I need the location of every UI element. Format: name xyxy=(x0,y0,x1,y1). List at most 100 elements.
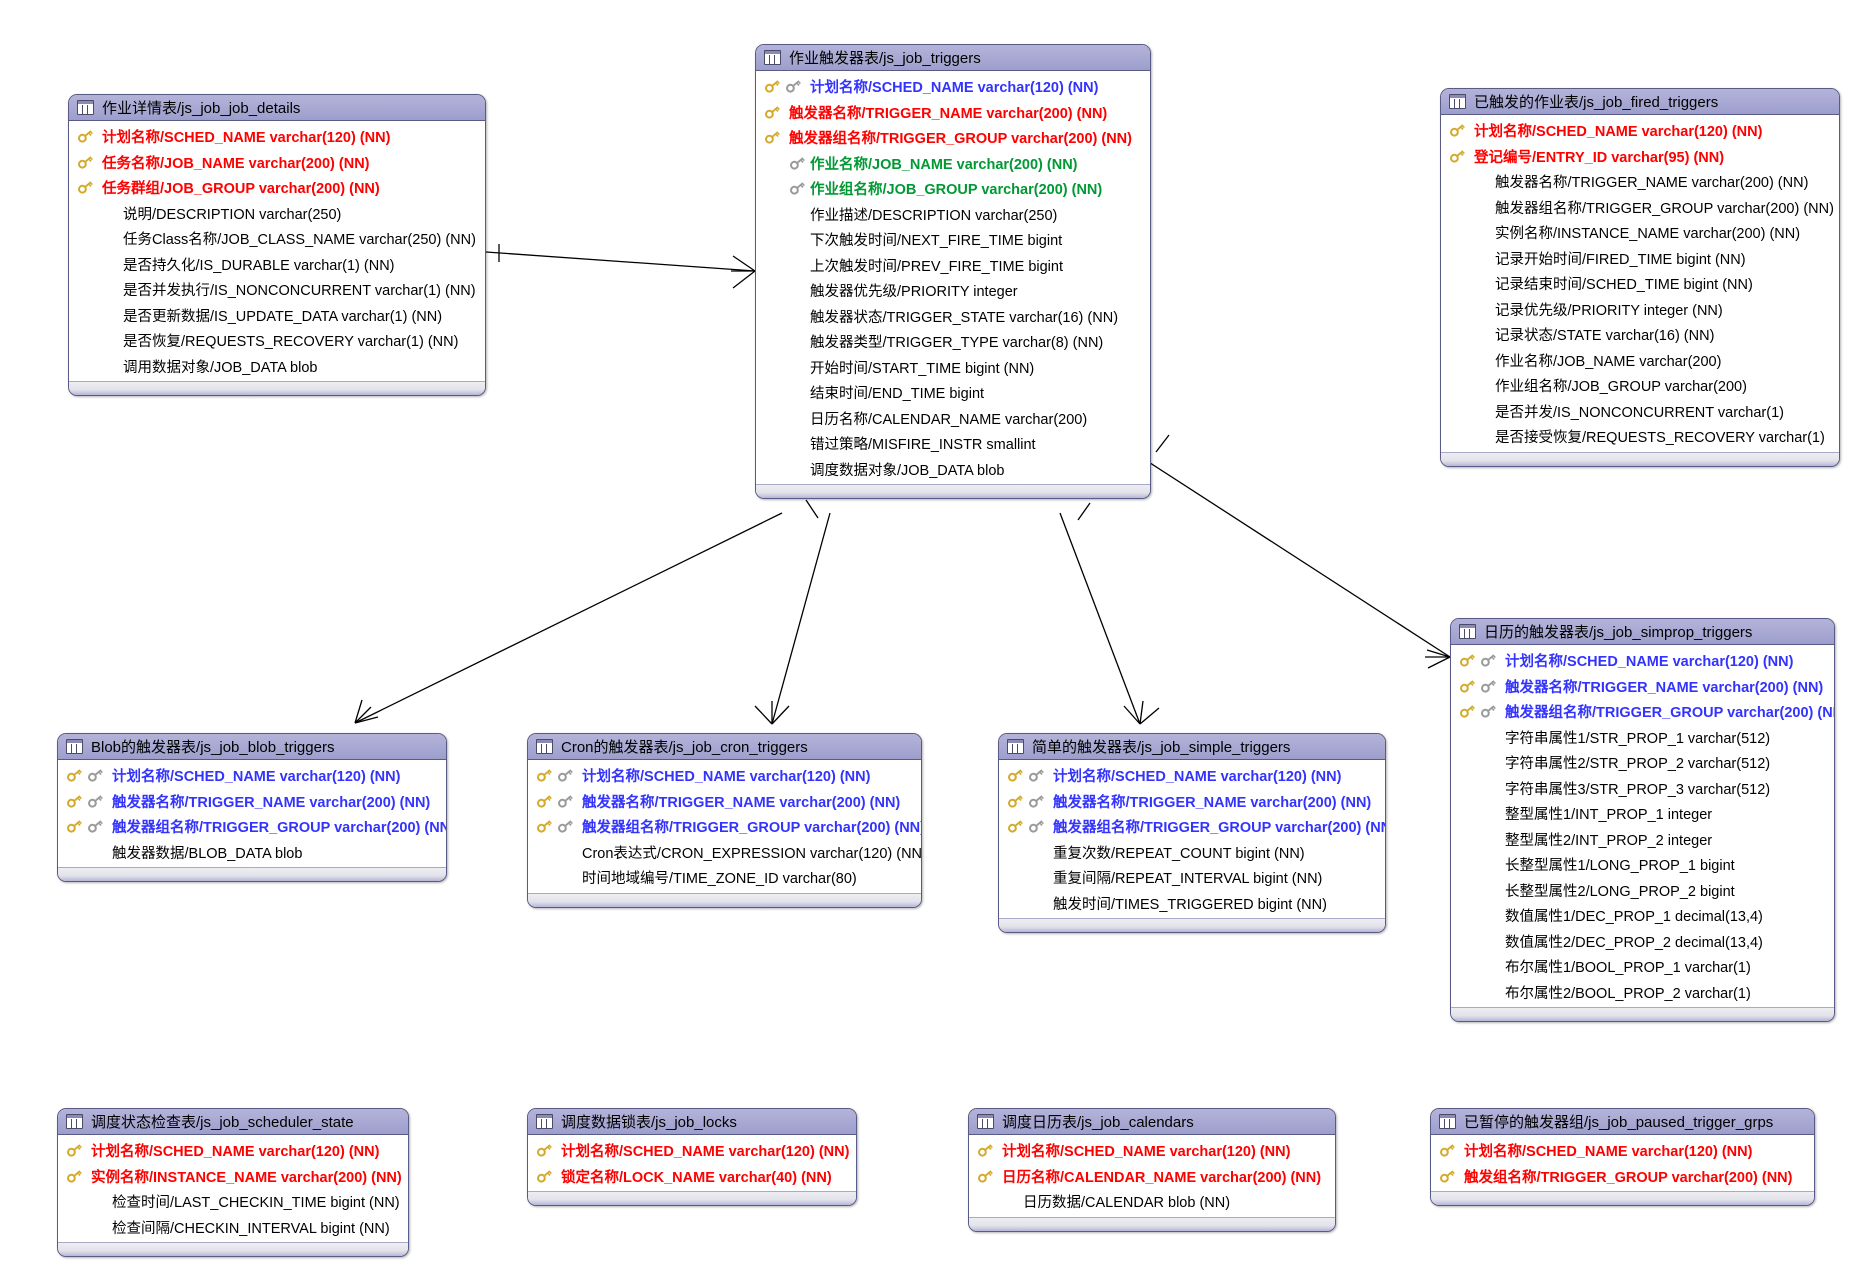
entity-fired_triggers[interactable]: 已触发的作业表/js_job_fired_triggers 计划名称/SCHED_… xyxy=(1440,88,1840,467)
attribute-row[interactable]: 计划名称/SCHED_NAME varchar(120) (NN) xyxy=(58,1138,408,1164)
attribute-row[interactable]: 是否并发/IS_NONCONCURRENT varchar(1) xyxy=(1441,399,1839,425)
attribute-row[interactable]: 触发器名称/TRIGGER_NAME varchar(200) (NN) xyxy=(1451,674,1834,700)
entity-simprop_triggers[interactable]: 日历的触发器表/js_job_simprop_triggers 计划名称/SCHE… xyxy=(1450,618,1835,1022)
attribute-row[interactable]: 说明/DESCRIPTION varchar(250) xyxy=(69,201,485,227)
attribute-row[interactable]: 检查时间/LAST_CHECKIN_TIME bigint (NN) xyxy=(58,1189,408,1215)
attribute-row[interactable]: 整型属性2/INT_PROP_2 integer xyxy=(1451,827,1834,853)
attribute-row[interactable]: 实例名称/INSTANCE_NAME varchar(200) (NN) xyxy=(1441,220,1839,246)
attribute-row[interactable]: 触发器名称/TRIGGER_NAME varchar(200) (NN) xyxy=(58,789,446,815)
attribute-row[interactable]: 任务Class名称/JOB_CLASS_NAME varchar(250) (N… xyxy=(69,226,485,252)
entity-header-simple_triggers[interactable]: 简单的触发器表/js_job_simple_triggers xyxy=(999,734,1385,760)
entity-cron_triggers[interactable]: Cron的触发器表/js_job_cron_triggers 计划名称/SCHED… xyxy=(527,733,922,908)
attribute-row[interactable]: 触发器名称/TRIGGER_NAME varchar(200) (NN) xyxy=(1441,169,1839,195)
entity-locks[interactable]: 调度数据锁表/js_job_locks 计划名称/SCHED_NAME varch… xyxy=(527,1108,857,1206)
attribute-row[interactable]: 计划名称/SCHED_NAME varchar(120) (NN) xyxy=(528,763,921,789)
attribute-row[interactable]: 任务名称/JOB_NAME varchar(200) (NN) xyxy=(69,150,485,176)
attribute-row[interactable]: 计划名称/SCHED_NAME varchar(120) (NN) xyxy=(528,1138,856,1164)
attribute-row[interactable]: 数值属性1/DEC_PROP_1 decimal(13,4) xyxy=(1451,903,1834,929)
attribute-row[interactable]: 计划名称/SCHED_NAME varchar(120) (NN) xyxy=(69,124,485,150)
attribute-row[interactable]: 计划名称/SCHED_NAME varchar(120) (NN) xyxy=(1451,648,1834,674)
entity-calendars[interactable]: 调度日历表/js_job_calendars 计划名称/SCHED_NAME va… xyxy=(968,1108,1336,1232)
entity-header-job_details[interactable]: 作业详情表/js_job_job_details xyxy=(69,95,485,121)
attribute-row[interactable]: 字符串属性3/STR_PROP_3 varchar(512) xyxy=(1451,776,1834,802)
attribute-row[interactable]: 触发器组名称/TRIGGER_GROUP varchar(200) (NN) xyxy=(1451,699,1834,725)
entity-triggers[interactable]: 作业触发器表/js_job_triggers 计划名称/SCHED_NAME va… xyxy=(755,44,1151,499)
entity-header-calendars[interactable]: 调度日历表/js_job_calendars xyxy=(969,1109,1335,1135)
attribute-row[interactable]: 触发器数据/BLOB_DATA blob xyxy=(58,840,446,866)
attribute-row[interactable]: 触发器组名称/TRIGGER_GROUP varchar(200) (NN) xyxy=(528,814,921,840)
attribute-row[interactable]: 触发器名称/TRIGGER_NAME varchar(200) (NN) xyxy=(756,100,1150,126)
attribute-row[interactable]: 长整型属性1/LONG_PROP_1 bigint xyxy=(1451,852,1834,878)
attribute-row[interactable]: 日历名称/CALENDAR_NAME varchar(200) (NN) xyxy=(969,1164,1335,1190)
attribute-row[interactable]: 触发器优先级/PRIORITY integer xyxy=(756,278,1150,304)
attribute-row[interactable]: 作业名称/JOB_NAME varchar(200) (NN) xyxy=(756,151,1150,177)
attribute-row[interactable]: 日历名称/CALENDAR_NAME varchar(200) xyxy=(756,406,1150,432)
attribute-row[interactable]: 是否并发执行/IS_NONCONCURRENT varchar(1) (NN) xyxy=(69,277,485,303)
attribute-row[interactable]: 布尔属性1/BOOL_PROP_1 varchar(1) xyxy=(1451,954,1834,980)
attribute-row[interactable]: 实例名称/INSTANCE_NAME varchar(200) (NN) xyxy=(58,1164,408,1190)
attribute-row[interactable]: 触发器组名称/TRIGGER_GROUP varchar(200) (NN) xyxy=(999,814,1385,840)
entity-header-locks[interactable]: 调度数据锁表/js_job_locks xyxy=(528,1109,856,1135)
attribute-row[interactable]: 调度数据对象/JOB_DATA blob xyxy=(756,457,1150,483)
attribute-row[interactable]: 计划名称/SCHED_NAME varchar(120) (NN) xyxy=(1431,1138,1814,1164)
attribute-row[interactable]: 计划名称/SCHED_NAME varchar(120) (NN) xyxy=(969,1138,1335,1164)
entity-job_details[interactable]: 作业详情表/js_job_job_details 计划名称/SCHED_NAME … xyxy=(68,94,486,396)
attribute-row[interactable]: 开始时间/START_TIME bigint (NN) xyxy=(756,355,1150,381)
attribute-row[interactable]: 错过策略/MISFIRE_INSTR smallint xyxy=(756,431,1150,457)
attribute-row[interactable]: 触发器组名称/TRIGGER_GROUP varchar(200) (NN) xyxy=(58,814,446,840)
entity-header-paused_trigger_grps[interactable]: 已暂停的触发器组/js_job_paused_trigger_grps xyxy=(1431,1109,1814,1135)
attribute-row[interactable]: 记录开始时间/FIRED_TIME bigint (NN) xyxy=(1441,246,1839,272)
attribute-row[interactable]: 记录优先级/PRIORITY integer (NN) xyxy=(1441,297,1839,323)
attribute-row[interactable]: 作业组名称/JOB_GROUP varchar(200) xyxy=(1441,373,1839,399)
attribute-row[interactable]: 登记编号/ENTRY_ID varchar(95) (NN) xyxy=(1441,144,1839,170)
attribute-row[interactable]: Cron表达式/CRON_EXPRESSION varchar(120) (NN… xyxy=(528,840,921,866)
attribute-row[interactable]: 是否接受恢复/REQUESTS_RECOVERY varchar(1) xyxy=(1441,424,1839,450)
attribute-row[interactable]: 是否更新数据/IS_UPDATE_DATA varchar(1) (NN) xyxy=(69,303,485,329)
attribute-row[interactable]: 记录结束时间/SCHED_TIME bigint (NN) xyxy=(1441,271,1839,297)
attribute-row[interactable]: 整型属性1/INT_PROP_1 integer xyxy=(1451,801,1834,827)
attribute-row[interactable]: 是否持久化/IS_DURABLE varchar(1) (NN) xyxy=(69,252,485,278)
attribute-row[interactable]: 时间地域编号/TIME_ZONE_ID varchar(80) xyxy=(528,865,921,891)
attribute-row[interactable]: 数值属性2/DEC_PROP_2 decimal(13,4) xyxy=(1451,929,1834,955)
attribute-row[interactable]: 重复间隔/REPEAT_INTERVAL bigint (NN) xyxy=(999,865,1385,891)
attribute-row[interactable]: 触发器类型/TRIGGER_TYPE varchar(8) (NN) xyxy=(756,329,1150,355)
attribute-row[interactable]: 作业描述/DESCRIPTION varchar(250) xyxy=(756,202,1150,228)
entity-header-fired_triggers[interactable]: 已触发的作业表/js_job_fired_triggers xyxy=(1441,89,1839,115)
entity-header-cron_triggers[interactable]: Cron的触发器表/js_job_cron_triggers xyxy=(528,734,921,760)
attribute-row[interactable]: 日历数据/CALENDAR blob (NN) xyxy=(969,1189,1335,1215)
entity-header-simprop_triggers[interactable]: 日历的触发器表/js_job_simprop_triggers xyxy=(1451,619,1834,645)
attribute-row[interactable]: 计划名称/SCHED_NAME varchar(120) (NN) xyxy=(1441,118,1839,144)
attribute-row[interactable]: 是否恢复/REQUESTS_RECOVERY varchar(1) (NN) xyxy=(69,328,485,354)
attribute-row[interactable]: 字符串属性2/STR_PROP_2 varchar(512) xyxy=(1451,750,1834,776)
attribute-row[interactable]: 调用数据对象/JOB_DATA blob xyxy=(69,354,485,380)
entity-header-blob_triggers[interactable]: Blob的触发器表/js_job_blob_triggers xyxy=(58,734,446,760)
attribute-row[interactable]: 结束时间/END_TIME bigint xyxy=(756,380,1150,406)
entity-blob_triggers[interactable]: Blob的触发器表/js_job_blob_triggers 计划名称/SCHED… xyxy=(57,733,447,882)
attribute-row[interactable]: 触发器名称/TRIGGER_NAME varchar(200) (NN) xyxy=(999,789,1385,815)
entity-scheduler_state[interactable]: 调度状态检查表/js_job_scheduler_state 计划名称/SCHED… xyxy=(57,1108,409,1257)
attribute-row[interactable]: 长整型属性2/LONG_PROP_2 bigint xyxy=(1451,878,1834,904)
attribute-row[interactable]: 上次触发时间/PREV_FIRE_TIME bigint xyxy=(756,253,1150,279)
attribute-row[interactable]: 锁定名称/LOCK_NAME varchar(40) (NN) xyxy=(528,1164,856,1190)
attribute-row[interactable]: 记录状态/STATE varchar(16) (NN) xyxy=(1441,322,1839,348)
attribute-row[interactable]: 触发器状态/TRIGGER_STATE varchar(16) (NN) xyxy=(756,304,1150,330)
entity-simple_triggers[interactable]: 简单的触发器表/js_job_simple_triggers 计划名称/SCHED… xyxy=(998,733,1386,933)
attribute-row[interactable]: 触发器组名称/TRIGGER_GROUP varchar(200) (NN) xyxy=(756,125,1150,151)
attribute-row[interactable]: 计划名称/SCHED_NAME varchar(120) (NN) xyxy=(58,763,446,789)
attribute-row[interactable]: 检查间隔/CHECKIN_INTERVAL bigint (NN) xyxy=(58,1215,408,1241)
attribute-row[interactable]: 作业名称/JOB_NAME varchar(200) xyxy=(1441,348,1839,374)
attribute-row[interactable]: 计划名称/SCHED_NAME varchar(120) (NN) xyxy=(999,763,1385,789)
entity-header-scheduler_state[interactable]: 调度状态检查表/js_job_scheduler_state xyxy=(58,1109,408,1135)
attribute-row[interactable]: 布尔属性2/BOOL_PROP_2 varchar(1) xyxy=(1451,980,1834,1006)
attribute-row[interactable]: 触发器组名称/TRIGGER_GROUP varchar(200) (NN) xyxy=(1441,195,1839,221)
attribute-row[interactable]: 触发器名称/TRIGGER_NAME varchar(200) (NN) xyxy=(528,789,921,815)
attribute-row[interactable]: 重复次数/REPEAT_COUNT bigint (NN) xyxy=(999,840,1385,866)
entity-paused_trigger_grps[interactable]: 已暂停的触发器组/js_job_paused_trigger_grps 计划名称/… xyxy=(1430,1108,1815,1206)
attribute-row[interactable]: 触发时间/TIMES_TRIGGERED bigint (NN) xyxy=(999,891,1385,917)
attribute-row[interactable]: 任务群组/JOB_GROUP varchar(200) (NN) xyxy=(69,175,485,201)
attribute-row[interactable]: 计划名称/SCHED_NAME varchar(120) (NN) xyxy=(756,74,1150,100)
entity-header-triggers[interactable]: 作业触发器表/js_job_triggers xyxy=(756,45,1150,71)
attribute-row[interactable]: 作业组名称/JOB_GROUP varchar(200) (NN) xyxy=(756,176,1150,202)
attribute-row[interactable]: 字符串属性1/STR_PROP_1 varchar(512) xyxy=(1451,725,1834,751)
attribute-row[interactable]: 触发组名称/TRIGGER_GROUP varchar(200) (NN) xyxy=(1431,1164,1814,1190)
